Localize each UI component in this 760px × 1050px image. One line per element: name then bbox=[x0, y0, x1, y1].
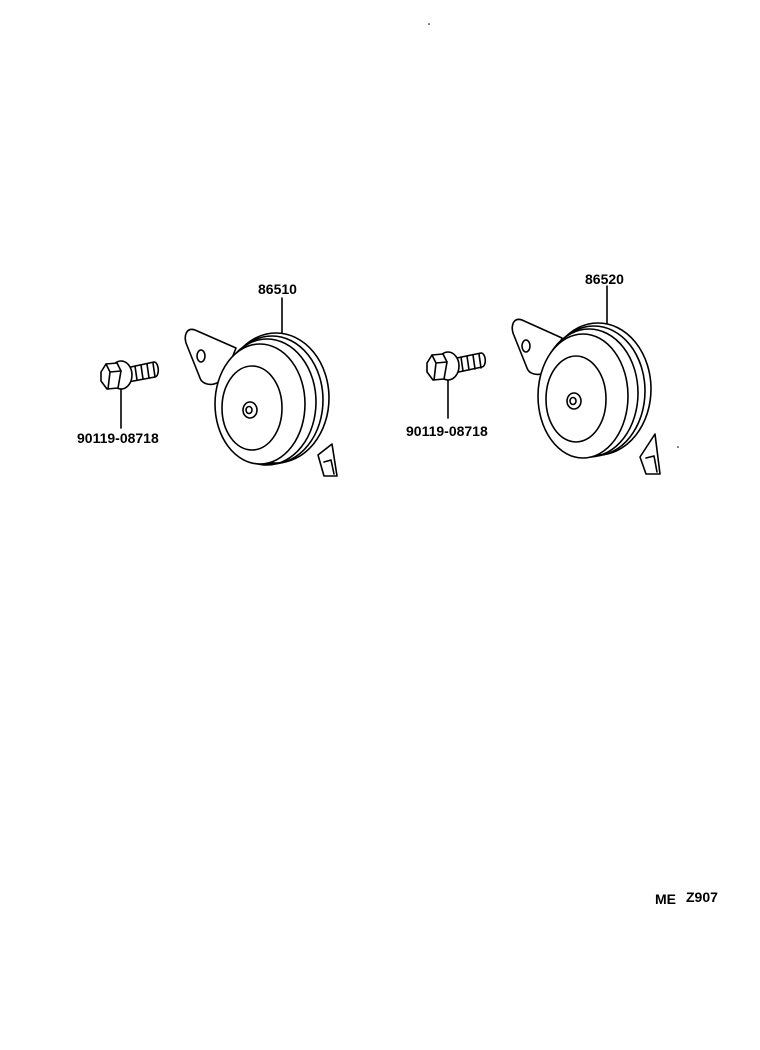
speck bbox=[677, 446, 679, 448]
horn-86510 bbox=[184, 328, 338, 477]
part-number-86520: 86520 bbox=[585, 271, 624, 287]
bolt-left bbox=[100, 360, 160, 390]
horn-86520-bracket-hole bbox=[521, 339, 531, 353]
bolt-left-head bbox=[100, 362, 122, 390]
horn-86510-nut bbox=[242, 401, 258, 419]
horn-86520 bbox=[511, 318, 661, 475]
horn-86520-nut bbox=[566, 392, 582, 410]
part-number-bolt-left: 90119-08718 bbox=[77, 430, 159, 446]
figure-code: Z907 bbox=[686, 889, 718, 905]
figure-code-prefix: ME bbox=[655, 891, 676, 907]
part-number-bolt-right: 90119-08718 bbox=[406, 423, 488, 439]
horn-86510-bracket-hole bbox=[196, 349, 206, 363]
bolt-right bbox=[426, 351, 487, 381]
part-number-86510: 86510 bbox=[258, 281, 297, 297]
horn-86510-face bbox=[214, 343, 306, 465]
horn-86520-face bbox=[537, 333, 629, 459]
bolt-right-head bbox=[426, 353, 448, 381]
speck bbox=[428, 23, 430, 25]
